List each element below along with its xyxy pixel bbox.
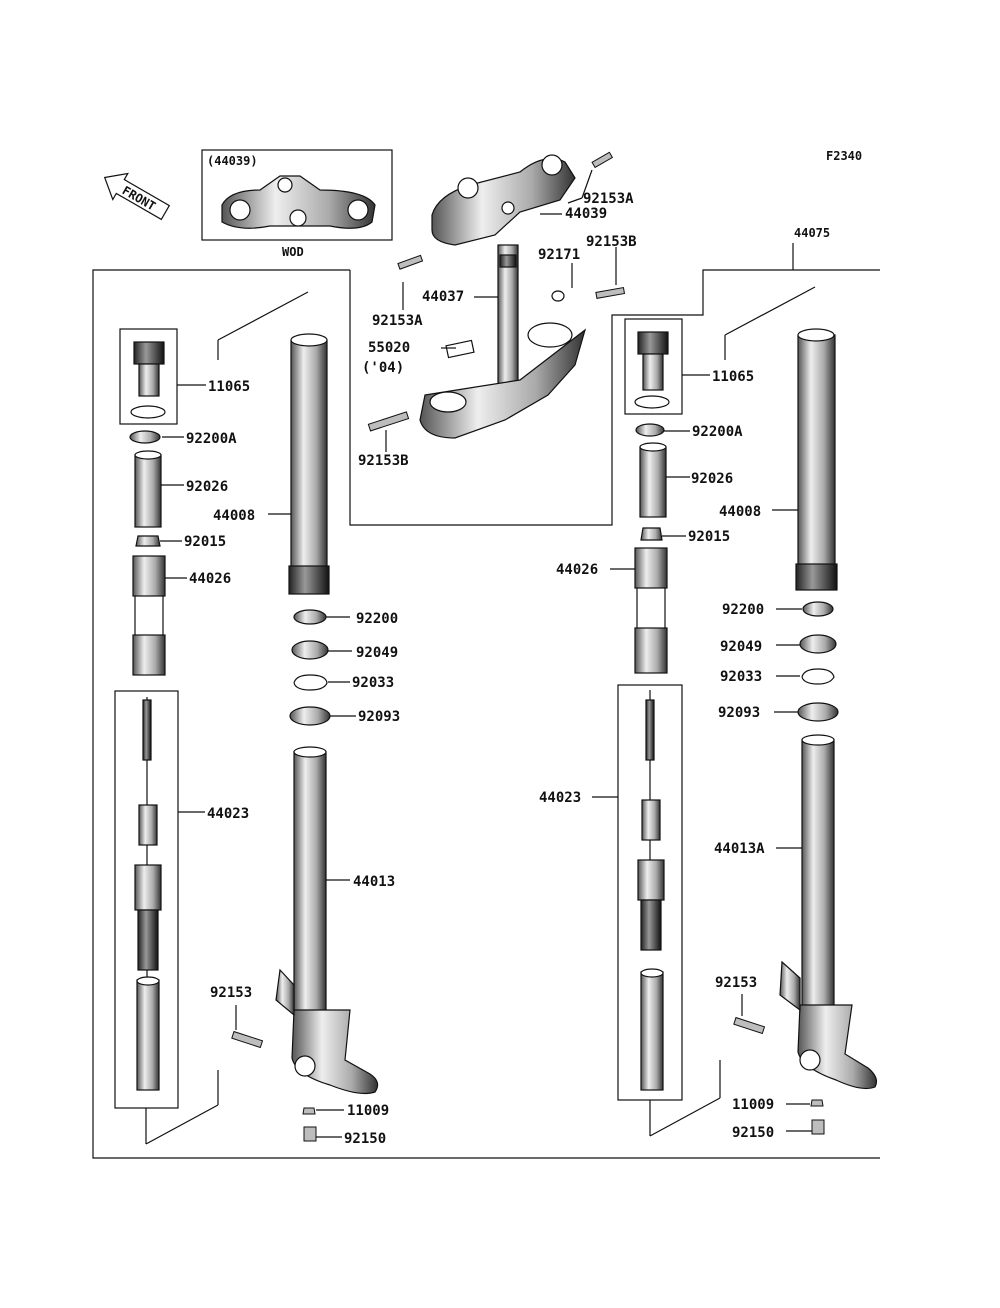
label-44026-right: 44026 bbox=[556, 562, 598, 578]
right-spring bbox=[634, 547, 668, 674]
label-55020: 55020 bbox=[368, 340, 410, 356]
label-92200a-right: 92200A bbox=[692, 424, 743, 440]
label-44023-right: 44023 bbox=[539, 790, 581, 806]
label-92200a-left: 92200A bbox=[186, 431, 237, 447]
label-92150-left: 92150 bbox=[344, 1131, 386, 1147]
upper-bracket bbox=[431, 154, 576, 246]
label-11065-left: 11065 bbox=[208, 379, 250, 395]
right-fork bbox=[592, 286, 878, 1137]
label-92093-right: 92093 bbox=[718, 705, 760, 721]
label-92049-left: 92049 bbox=[356, 645, 398, 661]
label-92153-right: 92153 bbox=[715, 975, 757, 991]
label-92015-left: 92015 bbox=[184, 534, 226, 550]
label-92093-left: 92093 bbox=[358, 709, 400, 725]
label-44026-left: 44026 bbox=[189, 571, 231, 587]
label-92026-right: 92026 bbox=[691, 471, 733, 487]
left-spring bbox=[132, 555, 166, 676]
label-92153-left: 92153 bbox=[210, 985, 252, 1001]
assembly-frame bbox=[92, 243, 880, 1159]
label-92200-left: 92200 bbox=[356, 611, 398, 627]
label-year-04: ('04) bbox=[362, 360, 404, 376]
inset-part-label: (44039) bbox=[207, 154, 258, 168]
label-11065-right: 11065 bbox=[712, 369, 754, 385]
stem-leaders bbox=[385, 169, 617, 452]
label-44013a-right: 44013A bbox=[714, 841, 765, 857]
label-92150-right: 92150 bbox=[732, 1125, 774, 1141]
label-11009-left: 11009 bbox=[347, 1103, 389, 1119]
label-92026-left: 92026 bbox=[186, 479, 228, 495]
label-92153a-stem: 92153A bbox=[372, 313, 423, 329]
label-11009-right: 11009 bbox=[732, 1097, 774, 1113]
label-44013-left: 44013 bbox=[353, 874, 395, 890]
stem-bolts bbox=[367, 151, 626, 432]
label-92153b-top: 92153B bbox=[586, 234, 637, 250]
label-92153a-top: 92153A bbox=[583, 191, 634, 207]
label-92171: 92171 bbox=[538, 247, 580, 263]
upper-bracket-inset bbox=[221, 175, 376, 229]
lower-bracket bbox=[419, 322, 587, 439]
label-92200-right: 92200 bbox=[722, 602, 764, 618]
label-92153b-lower: 92153B bbox=[358, 453, 409, 469]
label-44023-left: 44023 bbox=[207, 806, 249, 822]
figure-code: F2340 bbox=[826, 149, 862, 163]
label-92033-left: 92033 bbox=[352, 675, 394, 691]
inset-box: (44039) WOD bbox=[201, 149, 393, 259]
label-92049-right: 92049 bbox=[720, 639, 762, 655]
label-44008-right: 44008 bbox=[719, 504, 761, 520]
assembly-label: 44075 bbox=[794, 226, 830, 240]
label-44037: 44037 bbox=[422, 289, 464, 305]
left-fork bbox=[114, 291, 379, 1145]
front-arrow: FRONT bbox=[103, 172, 171, 221]
label-44008-left: 44008 bbox=[213, 508, 255, 524]
label-44039: 44039 bbox=[565, 206, 607, 222]
label-92015-right: 92015 bbox=[688, 529, 730, 545]
inset-variant-label: WOD bbox=[282, 245, 304, 259]
steering-stem bbox=[497, 244, 519, 386]
label-92033-right: 92033 bbox=[720, 669, 762, 685]
